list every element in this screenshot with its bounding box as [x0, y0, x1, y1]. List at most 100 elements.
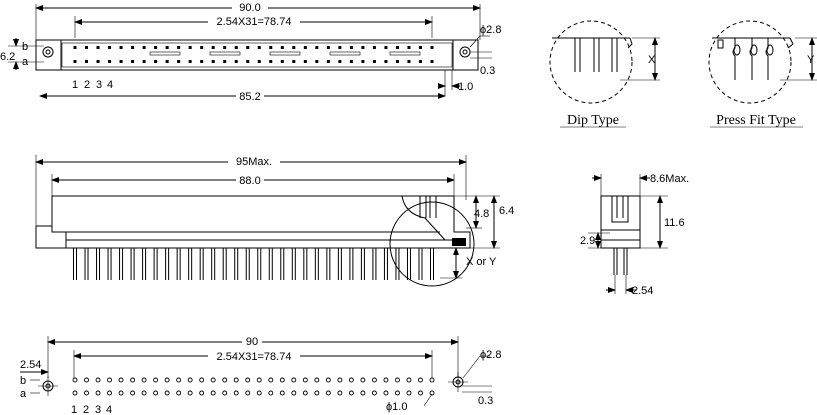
footprint-hole-a: [176, 390, 182, 396]
pitch-label: 2.54X31=78.74: [217, 16, 292, 28]
top-pin-a: [315, 60, 319, 63]
footprint-edge-label: 2.54: [20, 359, 41, 371]
top-pin-a: [407, 60, 411, 63]
dip-type-label: Dip Type: [567, 113, 619, 128]
footprint-hole-b: [279, 377, 285, 383]
footprint-holes: [72, 377, 435, 396]
height-6-4-label: 6.4: [499, 205, 514, 217]
footprint-hole-a: [337, 390, 343, 396]
end-view: 8.6Max. 11.6 2.9 2.54: [580, 173, 689, 297]
footprint-hole-b: [360, 377, 366, 383]
pin-number-2: 2: [84, 79, 90, 91]
footprint-hole-b: [187, 377, 193, 383]
footprint-hole-b: [118, 377, 124, 383]
footprint-pin-3: 3: [95, 404, 101, 415]
footprint-hole-a: [245, 390, 251, 396]
top-pin-b: [200, 46, 204, 49]
footprint-hole-b: [153, 377, 159, 383]
row-b-label: b: [22, 41, 28, 53]
footprint-hole-b: [325, 377, 331, 383]
footprint-hole-b: [95, 377, 101, 383]
footprint-hole-b: [164, 377, 170, 383]
footprint-hole-b: [314, 377, 320, 383]
offset-label: 0.3: [480, 65, 495, 77]
footprint-hole-b: [418, 377, 423, 383]
top-pin-b: [257, 46, 261, 49]
dip-type-detail: X Dip Type: [549, 20, 660, 128]
footprint-hole-b: [256, 377, 262, 383]
top-pin-b: [338, 46, 342, 49]
top-pin-a: [108, 60, 112, 63]
footprint-pin-1: 1: [71, 404, 77, 415]
footprint-hole-b: [371, 377, 377, 383]
footprint-hole-b: [222, 377, 228, 383]
end-width-label: 8.6Max.: [650, 173, 689, 185]
footprint-hole-a: [348, 390, 354, 396]
top-pin-b: [418, 46, 422, 49]
top-pin-b: [165, 46, 169, 49]
footprint-hole-a: [107, 390, 112, 396]
top-pin-a: [269, 60, 273, 63]
footprint-hole-a: [118, 390, 124, 396]
footprint-hole-b: [107, 377, 112, 383]
footprint-hole-a: [153, 390, 159, 396]
footprint-hole-b: [141, 377, 147, 383]
footprint-pitch-label: 2.54X31=78.74: [217, 351, 292, 363]
side-inner-length-label: 88.0: [239, 175, 260, 187]
footprint-hole-a: [291, 390, 297, 396]
footprint-hole-b: [383, 377, 389, 383]
top-pin-a: [246, 60, 250, 63]
top-pin-b: [223, 46, 227, 49]
footprint-hole-b: [348, 377, 354, 383]
top-pin-a: [280, 60, 284, 63]
pin-pitch-label: 2.54: [632, 285, 653, 297]
footprint-hole-a: [395, 390, 400, 396]
top-pin-b: [430, 46, 434, 49]
top-pin-b: [269, 46, 273, 49]
top-pin-a: [211, 60, 215, 63]
pin-number-1: 1: [72, 79, 78, 91]
top-pin-b: [315, 46, 319, 49]
footprint-hole-a: [406, 390, 412, 396]
height-4-8-label: 4.8: [474, 208, 489, 220]
top-pin-a: [200, 60, 204, 63]
footprint-hole-b: [130, 377, 136, 383]
top-pin-b: [407, 46, 411, 49]
top-pin-a: [119, 60, 123, 63]
pin-number-3: 3: [96, 79, 102, 91]
footprint-hole-a: [371, 390, 377, 396]
footprint-hole-a: [314, 390, 320, 396]
footprint-hole-b: [210, 377, 216, 383]
footprint-hole-a: [130, 390, 136, 396]
footprint-hole-b: [176, 377, 182, 383]
top-pin-b: [188, 46, 192, 49]
footprint-hole-a: [187, 390, 193, 396]
top-pin-a: [96, 60, 100, 63]
top-pin-a: [188, 60, 192, 63]
top-pin-b: [142, 46, 146, 49]
footprint-hole-a: [418, 390, 423, 396]
footprint-hole-a: [141, 390, 147, 396]
top-pin-b: [177, 46, 181, 49]
top-pin-b: [131, 46, 135, 49]
top-pin-b: [246, 46, 250, 49]
footprint-view: 90 2.54X31=78.74 2.54 b a ϕ2.8 0.3 ϕ1.0 …: [20, 335, 501, 415]
top-pin-b: [280, 46, 284, 49]
top-pin-a: [384, 60, 388, 63]
top-pin-a: [234, 60, 238, 63]
top-view-pins: [73, 46, 434, 63]
footprint-drill-label: ϕ1.0: [386, 401, 407, 413]
top-pin-b: [73, 46, 77, 49]
footprint-hole-b: [268, 377, 274, 383]
footprint-hole-a: [429, 390, 435, 396]
edge-label: 1.0: [458, 81, 473, 93]
row-pitch-label: 2.9: [580, 235, 595, 247]
footprint-hole-a: [164, 390, 170, 396]
top-pin-b: [108, 46, 112, 49]
footprint-hole-b: [337, 377, 343, 383]
footprint-hole-b: [84, 377, 89, 383]
footprint-offset-label: 0.3: [478, 395, 493, 407]
footprint-hole-label: ϕ2.8: [480, 349, 501, 361]
footprint-hole-a: [256, 390, 262, 396]
